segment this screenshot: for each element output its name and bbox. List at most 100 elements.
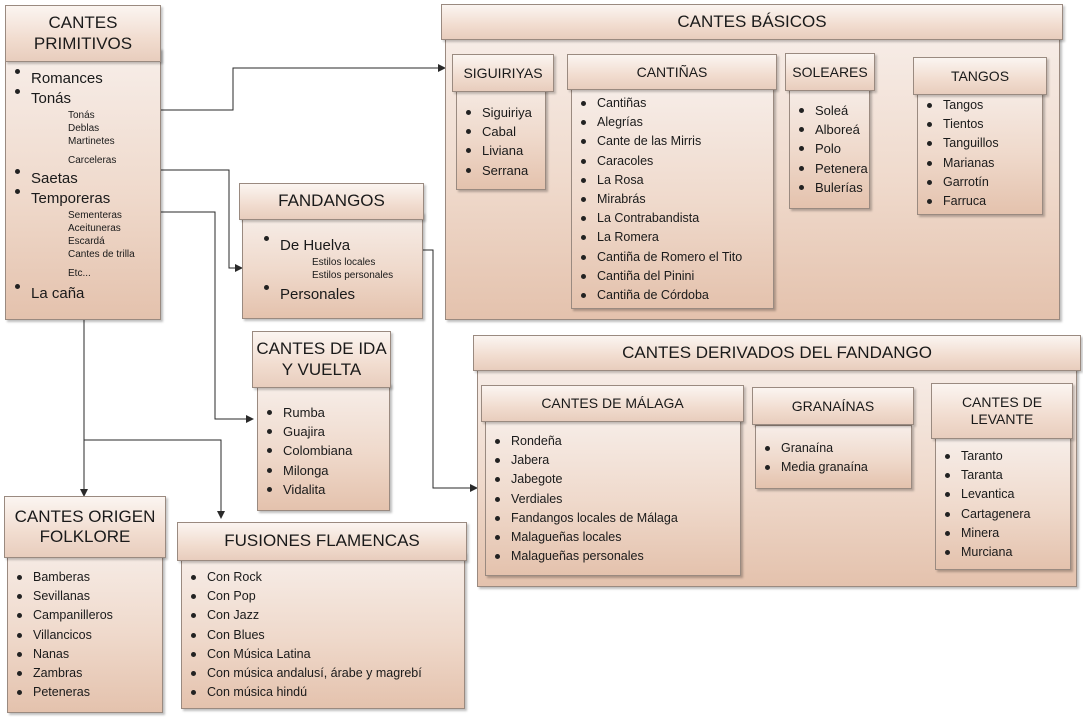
siguiriyas-list: Siguiriya Cabal Liviana Serrana <box>460 103 532 180</box>
list-item: Rumba <box>261 403 352 422</box>
cantinas-title: CANTIÑAS <box>567 54 777 90</box>
malaga-box: Rondeña Jabera Jabegote Verdiales Fandan… <box>485 413 741 576</box>
fandangos-title: FANDANGOS <box>239 183 424 220</box>
list-item: Tonás <box>9 89 135 109</box>
ida-vuelta-box: Rumba Guajira Colombiana Milonga Vidalit… <box>257 383 390 511</box>
list-item: Soleá <box>793 101 868 120</box>
list-item: Cantiña del Pinini <box>575 267 742 286</box>
sub-item: Estilos personales <box>312 270 394 281</box>
list-item: La Romera <box>575 228 742 247</box>
list-item: Petenera <box>793 159 868 178</box>
list-item: Jabegote <box>489 470 678 489</box>
list-item: Verdiales <box>489 490 678 509</box>
list-item: Levantica <box>939 485 1031 504</box>
derivados-title: CANTES DERIVADOS DEL FANDANGO <box>473 335 1081 371</box>
sub-item: Deblas <box>68 123 100 134</box>
fusiones-title: FUSIONES FLAMENCAS <box>177 522 467 561</box>
sub-item: Aceituneras <box>68 223 121 234</box>
arrow-primitivos-to-basicos <box>161 64 446 111</box>
list-item: Fandangos locales de Málaga <box>489 509 678 528</box>
list-item: Bamberas <box>11 568 113 587</box>
sub-item: Escardá <box>68 236 105 247</box>
list-item: Sevillanas <box>11 587 113 606</box>
arrow-fandangos-to-derivados <box>423 249 478 492</box>
list-item: Villancicos <box>11 626 113 645</box>
list-item: De Huelva <box>258 236 393 256</box>
list-item: Milonga <box>261 461 352 480</box>
list-item: Temporeras <box>9 189 135 209</box>
list-item: Malagueñas locales <box>489 528 678 547</box>
list-item: Tientos <box>921 115 999 134</box>
malaga-list: Rondeña Jabera Jabegote Verdiales Fandan… <box>489 432 678 566</box>
list-item: Farruca <box>921 192 999 211</box>
folklore-box: Bamberas Sevillanas Campanilleros Villan… <box>7 540 163 713</box>
list-item: Romances <box>9 69 135 89</box>
ida-vuelta-list: Rumba Guajira Colombiana Milonga Vidalit… <box>261 403 352 499</box>
list-item: La Contrabandista <box>575 209 742 228</box>
fusiones-list: Con Rock Con Pop Con Jazz Con Blues Con … <box>185 568 422 702</box>
primitivos-title: CANTES PRIMITIVOS <box>5 5 161 62</box>
tangos-title: TANGOS <box>913 57 1047 95</box>
primitivos-list: Romances Tonás Tonás Deblas Martinetes C… <box>9 69 135 304</box>
malaga-title: CANTES DE MÁLAGA <box>481 385 744 422</box>
list-item: Nanas <box>11 645 113 664</box>
folklore-title: CANTES ORIGEN FOLKLORE <box>4 496 166 558</box>
list-item: La caña <box>9 284 135 304</box>
levante-list: Taranto Taranta Levantica Cartagenera Mi… <box>939 447 1031 562</box>
list-item: Bulerías <box>793 178 868 197</box>
levante-title: CANTES DE LEVANTE <box>931 383 1073 439</box>
list-item: Murciana <box>939 543 1031 562</box>
basicos-title: CANTES BÁSICOS <box>441 4 1063 40</box>
list-item: Con Rock <box>185 568 422 587</box>
sub-item: Sementeras <box>68 210 122 221</box>
list-item: Malagueñas personales <box>489 547 678 566</box>
granainas-box: Granaína Media granaína <box>755 425 912 489</box>
list-item: Liviana <box>460 141 532 160</box>
list-item: Minera <box>939 524 1031 543</box>
list-item: Guajira <box>261 422 352 441</box>
list-item: Mirabrás <box>575 190 742 209</box>
list-item: Con Pop <box>185 587 422 606</box>
sub-item: Martinetes <box>68 136 115 147</box>
sub-item: Carceleras <box>68 155 117 166</box>
list-item: Garrotín <box>921 173 999 192</box>
list-item: Campanilleros <box>11 606 113 625</box>
list-item: Con música andalusí, árabe y magrebí <box>185 664 422 683</box>
list-item: Taranta <box>939 466 1031 485</box>
list-item: Zambras <box>11 664 113 683</box>
primitivos-box: Romances Tonás Tonás Deblas Martinetes C… <box>5 48 161 320</box>
siguiriyas-title: SIGUIRIYAS <box>452 54 554 92</box>
list-item: Cante de las Mirris <box>575 132 742 151</box>
list-item: Granaína <box>759 439 868 458</box>
list-item: Cantiña de Romero el Tito <box>575 248 742 267</box>
list-item: Alegrías <box>575 113 742 132</box>
list-item: Jabera <box>489 451 678 470</box>
list-item: Tangos <box>921 96 999 115</box>
levante-box: Taranto Taranta Levantica Cartagenera Mi… <box>935 437 1071 570</box>
list-item: Serrana <box>460 161 532 180</box>
granainas-title: GRANAÍNAS <box>752 387 914 425</box>
list-item: Cartagenera <box>939 505 1031 524</box>
list-item: Con música hindú <box>185 683 422 702</box>
arrow-primitivos-to-fusiones <box>84 439 225 519</box>
list-item: Caracoles <box>575 152 742 171</box>
list-item: Con Blues <box>185 626 422 645</box>
list-item: Saetas <box>9 169 135 189</box>
granainas-list: Granaína Media granaína <box>759 439 868 477</box>
sub-item: Cantes de trilla <box>68 249 135 260</box>
soleares-box: Soleá Alboreá Polo Petenera Bulerías <box>789 82 870 209</box>
list-item: Media granaína <box>759 458 868 477</box>
arrow-temporeras-to-ida-vuelta <box>161 211 254 423</box>
fandangos-list: De Huelva Estilos locales Estilos person… <box>258 236 393 305</box>
arrow-saetas-to-fandangos <box>161 169 243 272</box>
cantinas-list: Cantiñas Alegrías Cante de las Mirris Ca… <box>575 94 742 305</box>
list-item: Peteneras <box>11 683 113 702</box>
list-item: Con Música Latina <box>185 645 422 664</box>
list-item: Rondeña <box>489 432 678 451</box>
list-item: Cantiña de Córdoba <box>575 286 742 305</box>
list-item: La Rosa <box>575 171 742 190</box>
list-item: Con Jazz <box>185 606 422 625</box>
list-item: Cabal <box>460 122 532 141</box>
ida-vuelta-title: CANTES DE IDA Y VUELTA <box>252 331 391 388</box>
